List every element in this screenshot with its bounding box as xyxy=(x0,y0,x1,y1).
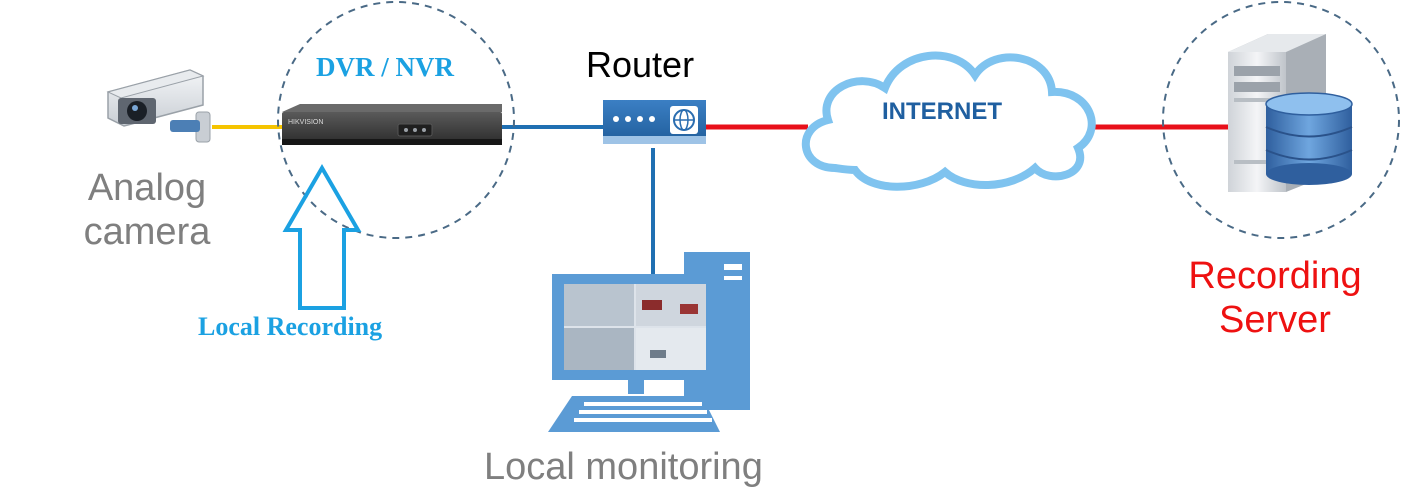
database-server-icon xyxy=(1228,34,1353,192)
analog-camera-label-line2: camera xyxy=(83,211,211,253)
local-monitoring-label: Local monitoring xyxy=(484,446,763,488)
analog-camera-label-line1: Analog xyxy=(87,167,207,209)
internet-label: INTERNET xyxy=(882,98,1002,125)
dvr-brand-text: HIKVISION xyxy=(288,119,323,126)
dvr-nvr-label: DVR / NVR xyxy=(316,52,454,82)
router-label: Router xyxy=(586,44,695,85)
desktop-computer-icon xyxy=(548,252,750,432)
router-icon xyxy=(603,100,706,144)
hollow-up-arrow-icon xyxy=(282,164,362,310)
recording-server-label-line1: Recording xyxy=(1188,255,1362,297)
dvr-box-icon: HIKVISION xyxy=(282,104,502,145)
cctv-camera-icon xyxy=(106,69,211,143)
dvr-zone-circle xyxy=(277,1,515,239)
server-zone-circle xyxy=(1162,1,1400,239)
local-recording-label: Local Recording xyxy=(198,312,383,341)
cloud-icon xyxy=(801,51,1096,191)
recording-server-label: Recording Server xyxy=(1180,254,1370,342)
analog-camera-label: Analog camera xyxy=(72,166,222,254)
recording-server-label-line2: Server xyxy=(1219,299,1331,341)
